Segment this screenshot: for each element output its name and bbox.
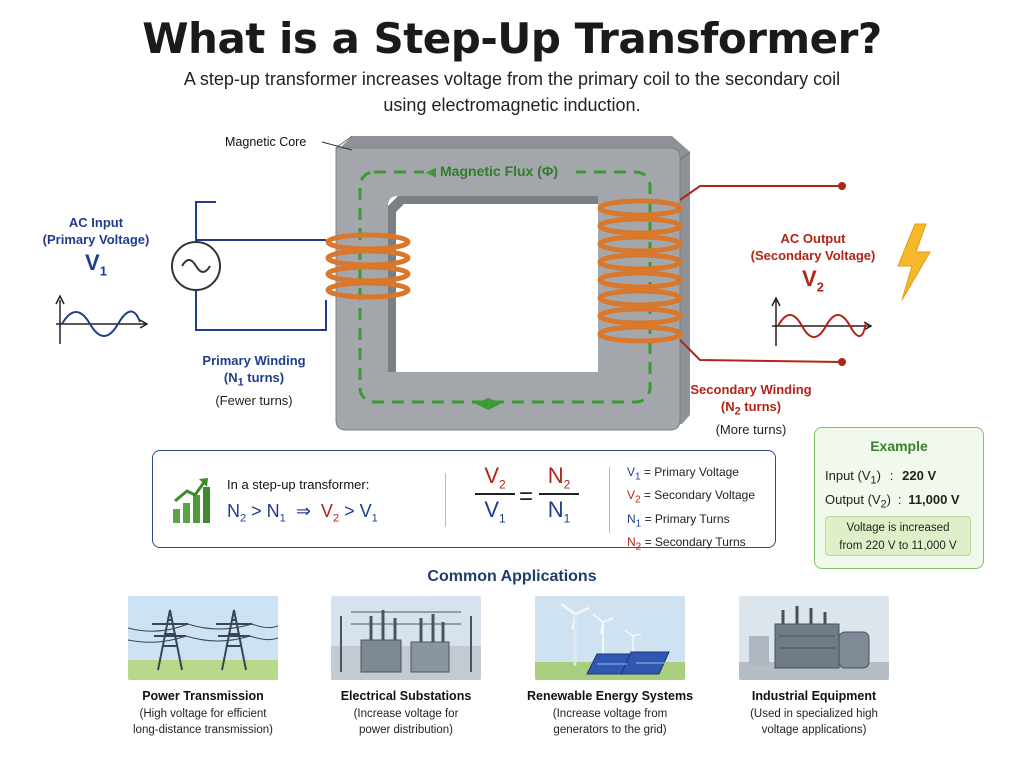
applications-title: Common Applications [427, 568, 597, 585]
legend-item: N2 = Secondary Turns [627, 535, 746, 553]
formula-intro: In a step-up transformer: [227, 477, 370, 492]
core-label: Magnetic Core [225, 135, 306, 149]
primary-coil [325, 232, 411, 300]
secondary-coil [597, 198, 683, 344]
output-waveform-icon [771, 296, 873, 346]
output-terminal-top [838, 182, 846, 190]
input-waveform-icon [55, 294, 149, 344]
primary-winding-label: Primary Winding (N1 turns) (Fewer turns) [202, 353, 306, 408]
formula-legend: V1 = Primary Voltage V2 = Secondary Volt… [627, 463, 755, 557]
ratio-left: V2 V1 [475, 463, 515, 526]
example-title: Example [870, 438, 928, 454]
page-title: What is a Step-Up Transformer? [142, 14, 882, 63]
output-voltage-symbol: V2 [802, 266, 824, 295]
ac-input-label: AC Input (Primary Voltage) V1 [30, 214, 162, 279]
flux-arrow-left-icon: ◀ [426, 164, 436, 179]
primary-wire-top [195, 201, 326, 241]
transformer-diagram: ◀ Magnetic Flux (Φ) ◀▶ Magnetic Core [55, 135, 931, 431]
ratio-equals: = [518, 483, 533, 510]
power-tower-icon [128, 596, 278, 680]
secondary-wire-top [679, 185, 842, 201]
legend-item: V1 = Primary Voltage [627, 465, 739, 483]
example-note: Voltage is increased from 220 V to 11,00… [825, 516, 971, 556]
example-panel: Example Input (V1) : 220 V Output (V2) :… [814, 427, 984, 569]
secondary-winding-label: Secondary Winding (N2 turns) (More turns… [690, 382, 812, 437]
application-renewable-energy: Renewable Energy Systems (Increase volta… [520, 596, 700, 738]
lightning-icon [897, 223, 931, 301]
application-power-transmission: Power Transmission (High voltage for eff… [113, 596, 293, 738]
ratio-right: N2 N1 [539, 463, 579, 526]
application-title: Industrial Equipment [751, 689, 877, 703]
flux-arrow-bottom-icon: ◀▶ [476, 395, 501, 412]
core-window [388, 196, 598, 372]
industrial-transformer-icon [739, 596, 889, 680]
output-terminal-bottom [838, 358, 846, 366]
solar-wind-icon [535, 596, 685, 680]
application-title: Renewable Energy Systems [526, 689, 694, 703]
example-output-row: Output (V2) : 11,000 V [825, 492, 960, 511]
application-title: Power Transmission [142, 689, 264, 703]
page-subtitle: A step-up transformer increases voltage … [112, 66, 912, 118]
flux-label: Magnetic Flux (Φ) [440, 163, 558, 179]
primary-wire-bottom [195, 288, 327, 331]
legend-item: V2 = Secondary Voltage [627, 488, 756, 506]
application-title: Electrical Substations [340, 689, 472, 703]
input-voltage-symbol: V1 [85, 250, 107, 279]
formula-panel: In a step-up transformer: N2 > N1 ⇒ V2 >… [152, 450, 776, 553]
growth-chart-icon [173, 478, 210, 523]
example-input-row: Input (V1) : 220 V [825, 468, 937, 487]
secondary-wire-bottom [679, 339, 843, 363]
application-industrial-equipment: Industrial Equipment (Used in specialize… [724, 596, 904, 738]
substation-icon [331, 596, 481, 680]
application-electrical-substations: Electrical Substations (Increase voltage… [316, 596, 496, 738]
subtitle-line-1: A step-up transformer increases voltage … [183, 69, 841, 89]
ac-output-label: AC Output (Secondary Voltage) V2 [740, 230, 886, 295]
legend-item: N1 = Primary Turns [627, 511, 730, 530]
step-up-inequality: N2 > N1 ⇒ V2 > V1 [227, 501, 378, 525]
subtitle-line-2: using electromagnetic induction. [383, 95, 641, 115]
